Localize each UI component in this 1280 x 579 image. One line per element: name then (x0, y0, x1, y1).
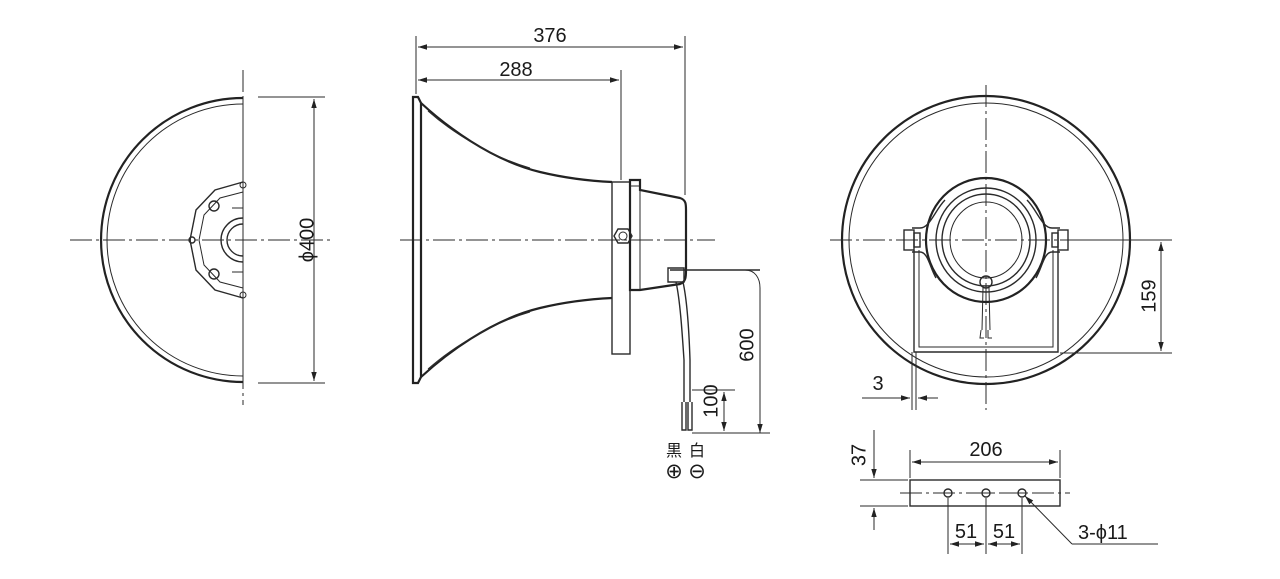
overall-length-dimension: 376 (415, 25, 686, 195)
holes-leader: 3-ϕ11 (1024, 495, 1158, 545)
positive-polarity-icon: ⊕ (665, 460, 683, 483)
bracket-height-dimension: 159 (1060, 239, 1172, 354)
diameter-label: ϕ400 (296, 218, 318, 263)
wire-labels: 黒 白 ⊕ ⊖ (665, 441, 706, 483)
strip-length-dimension: 100 (692, 384, 735, 431)
bracket-thickness-label: 3 (872, 373, 883, 395)
bracket-thickness-dimension: 3 (862, 352, 938, 410)
base-width-label: 206 (969, 439, 1002, 461)
base-height-dimension: 37 (848, 430, 908, 530)
diameter-dimension: ϕ400 (258, 96, 325, 384)
base-width-dimension: 206 (909, 439, 1061, 478)
base-height-label: 37 (848, 444, 870, 466)
hole-spacing-dimension: 51 51 (947, 498, 1023, 554)
cable-length-dimension: 600 (690, 269, 770, 434)
white-wire-label: 白 (689, 441, 705, 460)
negative-polarity-icon: ⊖ (688, 460, 706, 483)
cable-length-label: 600 (736, 328, 758, 361)
horn-length-dimension: 288 (418, 59, 622, 180)
black-wire-label: 黒 (666, 441, 682, 460)
side-view (400, 95, 760, 431)
hole-spacing-left-label: 51 (955, 521, 977, 543)
overall-length-label: 376 (533, 25, 566, 47)
rear-view (70, 70, 330, 405)
base-plate-view (900, 479, 1070, 507)
hole-spacing-right-label: 51 (993, 521, 1015, 543)
bracket-height-label: 159 (1138, 279, 1160, 312)
horn-length-label: 288 (499, 59, 532, 81)
front-view (830, 85, 1145, 410)
holes-label: 3-ϕ11 (1078, 522, 1128, 544)
strip-length-label: 100 (700, 384, 722, 417)
